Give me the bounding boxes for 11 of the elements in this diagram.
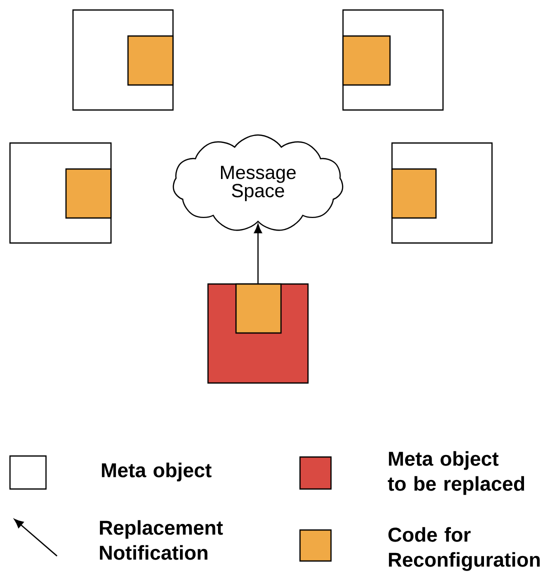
legend-label: Code for Reconfiguration: [388, 527, 540, 571]
legend-label: Replacement Notification: [100, 520, 223, 560]
legend-label: Meta object: [102, 462, 212, 482]
code-box: [391, 168, 437, 219]
arrow: [254, 224, 262, 284]
code-box: [127, 35, 174, 86]
code-box: [65, 168, 112, 219]
code-box: [235, 283, 282, 334]
cloud: Message Space: [172, 134, 344, 231]
legend-label: Meta object to be replaced: [388, 451, 524, 495]
code-box: [342, 35, 391, 86]
